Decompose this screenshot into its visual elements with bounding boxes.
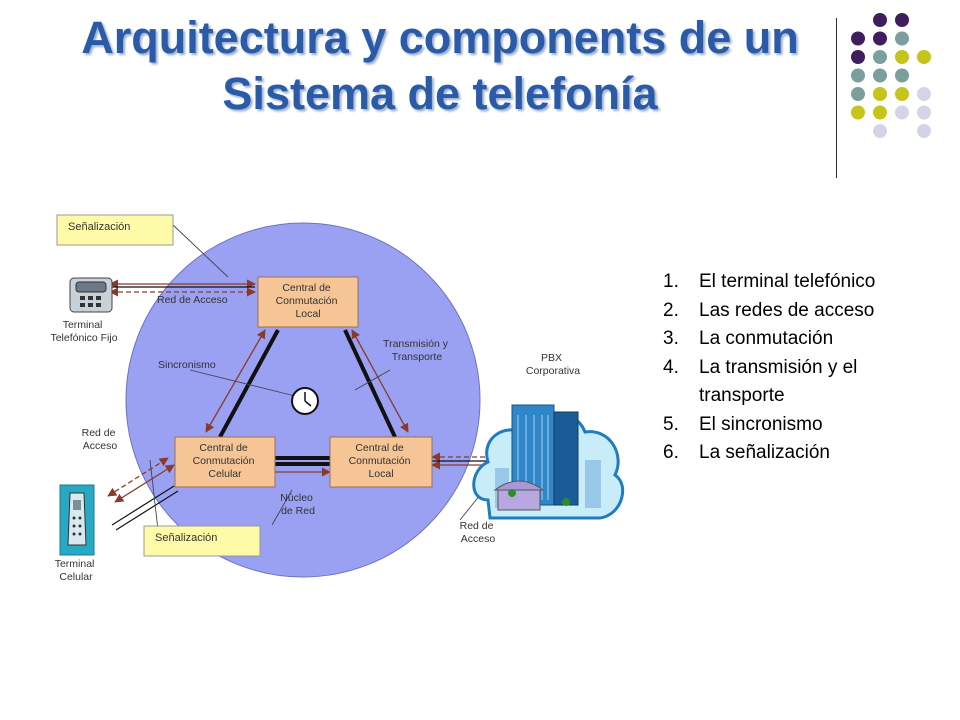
list-text: La señalización xyxy=(699,442,830,463)
pbx-label: PBX Corporativa xyxy=(526,352,580,377)
decorative-dot xyxy=(873,31,887,46)
decorative-dot xyxy=(873,50,887,64)
list-item: 2. Las redes de acceso xyxy=(663,297,933,326)
decorative-dot xyxy=(895,87,909,101)
decorative-dot xyxy=(873,68,887,83)
list-number: 1. xyxy=(663,271,679,292)
decorative-dot xyxy=(917,105,931,120)
decorative-dot xyxy=(873,124,887,138)
pbx-building-icon xyxy=(472,404,625,520)
decorative-dot xyxy=(873,105,887,120)
red-acceso-left-label: Red de Acceso xyxy=(82,427,119,452)
list-item: 1. El terminal telefónico xyxy=(663,268,933,297)
list-number: 6. xyxy=(663,442,679,463)
central-celular-box xyxy=(174,436,276,488)
architecture-diagram: Señalización Señalización Central de Con… xyxy=(50,214,625,583)
senalizacion-box-bottom xyxy=(143,525,261,557)
list-item: 4. La transmisión y el transporte xyxy=(663,354,933,411)
decorative-dot xyxy=(851,31,865,46)
decorative-dot xyxy=(917,87,931,101)
decorative-dot-grid xyxy=(851,13,931,138)
callout-lines xyxy=(149,224,481,531)
nucleo-label: Núcleo de Red xyxy=(280,492,316,517)
central-celular-label: Central de Conmutación Celular xyxy=(193,442,258,480)
red-acceso-top-label: Red de Acceso xyxy=(157,294,228,306)
list-item: 3. La conmutación xyxy=(663,325,933,354)
central-local-top-label: Central de Conmutación Local xyxy=(276,282,341,320)
list-text: El terminal telefónico xyxy=(699,271,876,292)
decorative-dot xyxy=(895,68,909,83)
mobile-phone-icon xyxy=(59,484,95,556)
central-local-right-box xyxy=(329,436,433,488)
decorative-dot xyxy=(895,13,909,27)
decorative-dot xyxy=(917,50,931,64)
terminal-celular-label: Terminal Celular xyxy=(55,558,98,583)
transmision-label: Transmisión y Transporte xyxy=(383,338,451,363)
list-text: Las redes de acceso xyxy=(699,299,875,321)
decorative-dot xyxy=(851,105,865,120)
terminal-fijo-label: Terminal Telefónico Fijo xyxy=(50,319,117,344)
page-title: Arquitectura y components de un Sistema … xyxy=(40,10,840,122)
title-line-1: Arquitectura y components de un xyxy=(81,12,799,63)
red-acceso-right-label: Red de Acceso xyxy=(460,520,497,545)
central-local-right-label: Central de Conmutación Local xyxy=(349,442,414,480)
list-item: 5. El sincronismo xyxy=(663,411,933,440)
fixed-phone-icon xyxy=(69,277,113,313)
components-list: 1. El terminal telefónico 2. Las redes de … xyxy=(663,268,933,468)
central-local-top-box xyxy=(257,276,359,328)
senalizacion-label-top: Señalización xyxy=(68,221,130,233)
senalizacion-box-top xyxy=(56,214,174,246)
list-number: 2. xyxy=(663,299,679,321)
list-item: 6. La señalización xyxy=(663,439,933,468)
clock-icon xyxy=(291,387,319,415)
list-number: 5. xyxy=(663,413,679,435)
decorative-dot xyxy=(917,124,931,138)
decorative-dot xyxy=(873,87,887,101)
senalizacion-label-bottom: Señalización xyxy=(155,532,217,544)
sincronismo-label: Sincronismo xyxy=(158,359,216,371)
decorative-dot xyxy=(895,50,909,64)
decorative-dot xyxy=(851,50,865,64)
list-number: 3. xyxy=(663,328,679,349)
list-number: 4. xyxy=(663,356,679,378)
decorative-dot xyxy=(895,31,909,46)
list-text: La transmisión y el transporte xyxy=(699,356,858,407)
decorative-dot xyxy=(851,87,865,101)
title-line-2: Sistema de telefonía xyxy=(222,68,658,119)
decorative-dot xyxy=(873,13,887,27)
list-text: La conmutación xyxy=(699,328,834,349)
list-text: El sincronismo xyxy=(699,413,823,435)
decorative-dot xyxy=(895,105,909,120)
decorative-dot xyxy=(851,68,865,83)
decorative-divider xyxy=(836,18,837,178)
